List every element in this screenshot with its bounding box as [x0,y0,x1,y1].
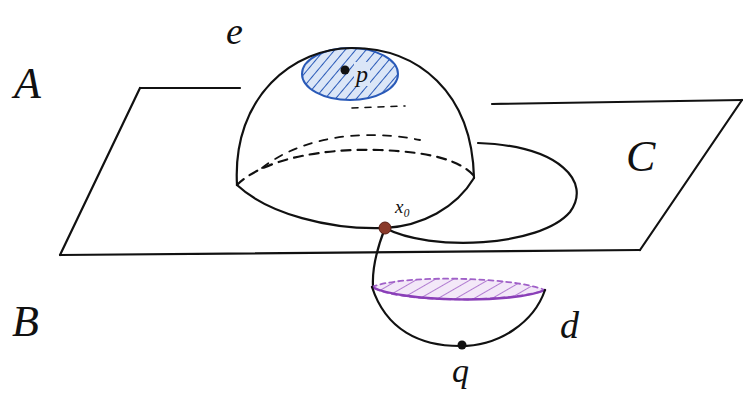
region-label: C [626,135,655,179]
set-label: e [226,12,243,50]
sphere-hidden-arc [262,135,420,168]
plane-edge [60,88,140,255]
point-label: q [452,354,469,388]
point-label: x₀ [393,197,412,216]
cap-region [302,48,398,100]
curve-below-plane [373,228,385,286]
sphere-hidden-arc [352,106,405,108]
sphere-base-front [237,178,474,228]
bowl-rim-front [372,287,545,299]
region-label: B [12,300,39,344]
sphere-outline [237,48,474,185]
plane-edge [60,250,640,255]
point-p [341,66,350,75]
set-label: d [560,306,579,344]
sphere-base-back [237,150,474,185]
point-q [458,341,467,350]
region-label: A [14,62,41,106]
plane-edge [492,100,742,104]
plane-curve [385,143,577,243]
bowl-rim [372,279,545,300]
plane-edge [140,87,240,89]
bowl-outline [372,287,545,346]
point-label: p [354,62,370,86]
point-x0 [379,222,391,234]
